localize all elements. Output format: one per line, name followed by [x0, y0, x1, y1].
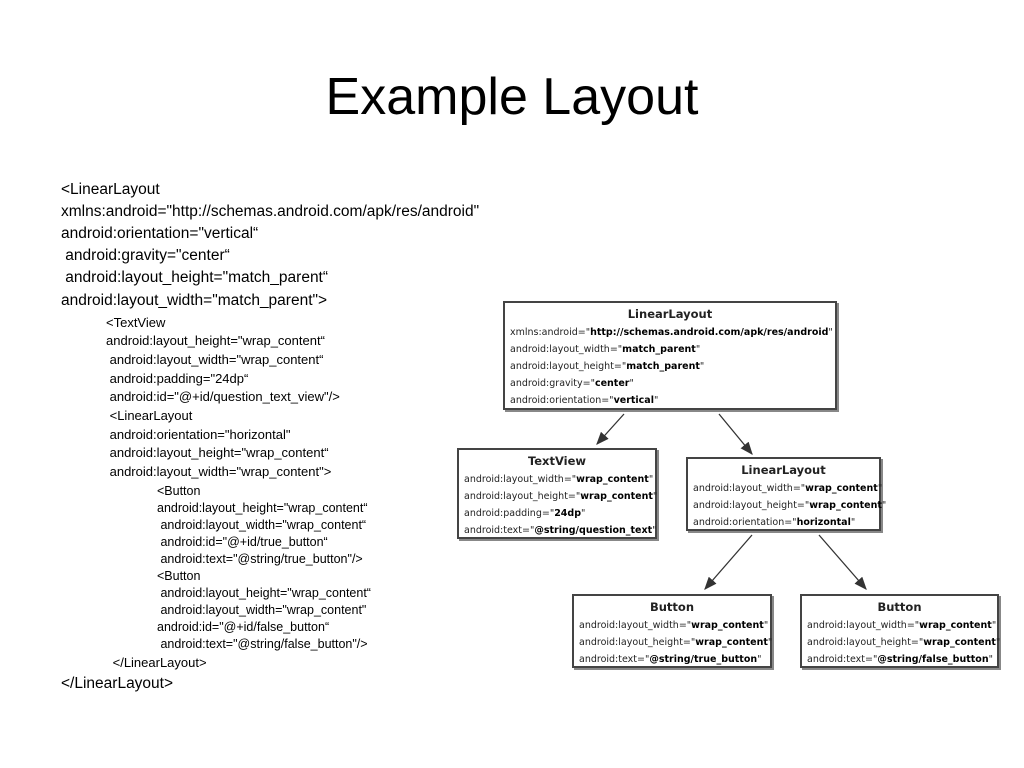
code-line: android:layout_height="wrap_content“ [106, 333, 325, 348]
node-attr: android:gravity="center" [510, 378, 634, 389]
node-attr: xmlns:android="http://schemas.android.co… [510, 327, 833, 338]
node-attr: android:orientation="horizontal" [693, 517, 856, 528]
node-title: TextView [527, 454, 587, 468]
node-attr: android:text="@string/true_button" [579, 654, 762, 665]
code-line: xmlns:android="http://schemas.android.co… [61, 203, 480, 220]
code-line: android:layout_height="wrap_content“ [157, 586, 371, 600]
code-line: android:orientation="horizontal" [106, 427, 291, 442]
code-line: <Button [157, 569, 201, 583]
code-line: android:orientation="vertical“ [61, 225, 259, 242]
code-line: android:layout_height="wrap_content“ [106, 445, 329, 460]
arrow-inner-to-true-button [704, 534, 753, 590]
node-attr: android:text="@string/false_button" [807, 654, 993, 665]
node-attr: android:layout_width="wrap_content" [579, 620, 769, 631]
node-textview: TextView android:layout_width="wrap_cont… [457, 448, 657, 539]
code-line: </LinearLayout> [109, 655, 207, 670]
code-line: android:id="@+id/true_button“ [157, 535, 328, 549]
code-line: android:id="@+id/false_button“ [157, 620, 330, 634]
code-line: android:layout_height="wrap_content“ [157, 501, 368, 515]
code-line: android:layout_width="wrap_content“ [106, 352, 324, 367]
arrow-root-to-inner-layout [718, 413, 753, 456]
code-line: <LinearLayout [61, 181, 160, 198]
node-root-linearlayout: LinearLayout xmlns:android="http://schem… [503, 301, 837, 410]
node-attr: android:layout_height="wrap_content" [807, 637, 1001, 648]
code-line: <LinearLayout [106, 408, 193, 423]
node-attr: android:layout_width="wrap_content" [693, 483, 883, 494]
code-line: <Button [157, 484, 201, 498]
node-attr: android:padding="24dp" [464, 508, 586, 519]
node-attr: android:layout_width="wrap_content" [807, 620, 997, 631]
code-line: android:layout_width="match_parent"> [61, 292, 328, 309]
code-line: android:gravity="center“ [61, 247, 230, 264]
node-inner-linearlayout: LinearLayout android:layout_width="wrap_… [686, 457, 887, 531]
code-line: android:layout_height="match_parent“ [61, 269, 329, 286]
code-line: android:text="@string/true_button"/> [157, 552, 363, 566]
node-attr: android:layout_height="wrap_content" [579, 637, 773, 648]
node-true-button: Button android:layout_width="wrap_conten… [572, 594, 772, 668]
node-attr: android:text="@string/question_text" [464, 525, 657, 536]
code-line: </LinearLayout> [61, 675, 174, 692]
code-line: android:layout_width="wrap_content“ [157, 518, 367, 532]
slide-title: Example Layout [325, 68, 699, 126]
code-line: android:padding="24dp“ [106, 371, 249, 386]
code-line: android:id="@+id/question_text_view"/> [106, 389, 340, 404]
node-attr: android:layout_height="wrap_content" [693, 500, 887, 511]
node-title: Button [877, 600, 922, 614]
node-title: LinearLayout [627, 307, 713, 321]
node-attr: android:layout_height="match_parent" [510, 361, 705, 372]
node-attr: android:layout_width="wrap_content" [464, 474, 654, 485]
code-line: android:text="@string/false_button"/> [157, 637, 368, 651]
node-attr: android:layout_height="wrap_content" [464, 491, 658, 502]
node-attr: android:layout_width="match_parent" [510, 344, 701, 355]
node-title: Button [649, 600, 695, 614]
code-line: android:layout_width="wrap_content" [157, 603, 367, 617]
node-attr: android:orientation="vertical" [510, 395, 659, 406]
code-line: <TextView [106, 315, 166, 330]
arrow-root-to-textview [596, 413, 625, 445]
node-title: LinearLayout [741, 463, 826, 477]
code-line: android:layout_width="wrap_content"> [106, 464, 332, 479]
node-false-button: Button android:layout_width="wrap_conten… [800, 594, 1001, 668]
arrow-inner-to-false-button [818, 534, 867, 590]
